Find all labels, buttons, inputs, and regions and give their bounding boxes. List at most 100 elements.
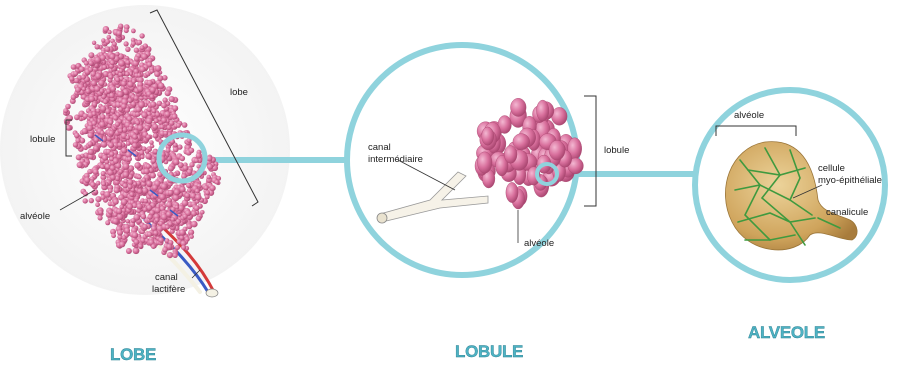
lobe-cell (141, 112, 147, 118)
lobe-cell (107, 30, 111, 34)
lobe-cell (144, 168, 150, 174)
lobe-cell (169, 96, 175, 102)
lobe-cell (110, 175, 116, 181)
lobe-cell (191, 221, 198, 228)
lobe-cell (141, 214, 147, 220)
lobe-cell (146, 164, 151, 169)
lobe-cell (138, 244, 143, 249)
lobe-cell (95, 44, 100, 49)
lobe-cell (173, 159, 180, 166)
lobe-cell (194, 205, 200, 211)
lobe-cell (88, 132, 94, 138)
lobe-cell (92, 102, 97, 107)
lobe-cell (121, 81, 127, 87)
lobe-cell (105, 39, 110, 44)
lobe-cell (134, 239, 140, 245)
lobe-cell (205, 190, 210, 195)
lobe-cell (132, 79, 136, 83)
lobe-cell (99, 121, 105, 127)
title-lobule: LOBULE (455, 342, 523, 361)
lobe-cell (88, 60, 94, 66)
lobe-cell (131, 218, 136, 223)
lobe-cell (140, 45, 145, 50)
label-alveole-3: alvéole (734, 110, 764, 121)
lobe-cell (135, 120, 140, 125)
lobe-cell (90, 182, 96, 188)
lobe-cell (158, 83, 164, 89)
label-cellule-1: cellule (818, 163, 845, 174)
lobe-cell (173, 253, 178, 258)
lobe-cell (134, 56, 140, 62)
lobe-cell (102, 155, 108, 161)
lobe-cell (136, 203, 142, 209)
lobe-cell (129, 192, 134, 197)
lobe-cell (83, 198, 88, 203)
label-canal-1: canal (155, 272, 178, 283)
lobe-cell (79, 66, 85, 72)
lobe-cell (92, 112, 97, 117)
lobe-cell (109, 152, 114, 157)
lobe-cell (127, 98, 132, 103)
lobe-cell (125, 72, 130, 77)
lobe-cell (172, 105, 178, 111)
lobe-cell (112, 218, 119, 225)
lobe-cell (125, 47, 130, 52)
lobe-cell (81, 75, 86, 80)
lobe-cell (111, 233, 116, 238)
lobe-cell (112, 42, 117, 47)
lobe-cell (121, 199, 127, 205)
lobe-cell (189, 148, 195, 154)
lobe-cell (132, 143, 138, 149)
lobule-alveolus (511, 98, 527, 116)
lobe-cell (154, 118, 159, 123)
lobe-cell (93, 189, 98, 194)
lobe-cell (117, 230, 123, 236)
lobe-cell (128, 184, 133, 189)
lobe-cell (124, 228, 130, 234)
lobe-cell (133, 182, 137, 186)
lobe-cell (195, 194, 202, 201)
lobe-cell (126, 141, 131, 146)
lobe-cell (150, 173, 156, 179)
lobe-cell (92, 121, 97, 126)
lobe-cell (84, 177, 90, 183)
lobe-cell (118, 128, 123, 133)
lobe-cell (141, 53, 148, 60)
lobe-cell (98, 80, 104, 86)
lobe-cell (113, 158, 119, 164)
lobe-cell (63, 108, 68, 113)
lobe-cell (134, 162, 141, 169)
lobule-alveolus (504, 146, 517, 164)
lobe-cell (124, 41, 129, 46)
lobe-cell (93, 169, 99, 175)
lobe-cell (155, 207, 161, 213)
lobe-cell (126, 248, 132, 254)
lobe-cell (150, 101, 156, 107)
lobe-cell (158, 237, 164, 243)
lobe-cell (142, 224, 148, 230)
lobe-cell (147, 232, 152, 237)
lobe-cell (174, 189, 180, 195)
lobe-cell (88, 52, 94, 58)
lobe-cell (131, 41, 136, 46)
lobe-cell (127, 204, 133, 210)
lobe-cell (121, 104, 127, 110)
lobe-cell (181, 245, 186, 250)
lobe-cell (149, 140, 154, 145)
lobe-cell (175, 245, 180, 250)
lobe-cell (137, 175, 141, 179)
lobe-cell (105, 220, 110, 225)
lobe-cell (87, 141, 93, 147)
lobe-cell (168, 190, 174, 196)
lobe-cell (196, 153, 202, 159)
lobe-cell (146, 118, 153, 125)
lobe-cell (95, 202, 100, 207)
lobe-cell (165, 90, 171, 96)
lobe-cell (180, 156, 186, 162)
lobe-cell (166, 202, 172, 208)
lobe-cell (85, 89, 90, 94)
lobe-cell (155, 218, 160, 223)
lobe-cell (119, 68, 124, 73)
lobe-cell (137, 40, 142, 45)
